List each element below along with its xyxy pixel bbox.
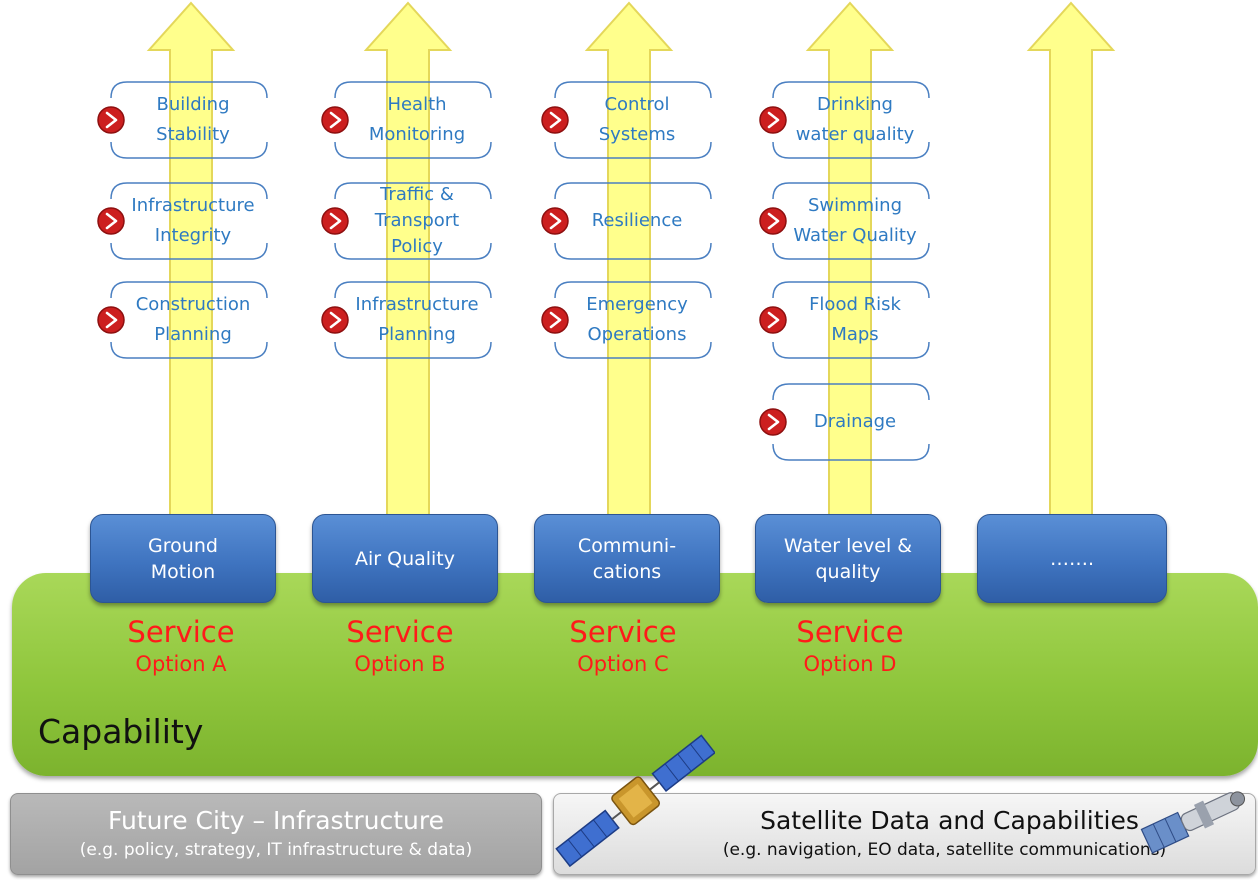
application-item: Resilience xyxy=(541,181,713,261)
future-city-title: Future City – Infrastructure xyxy=(107,806,445,835)
chevron-right-icon xyxy=(541,306,569,334)
item-bracket-frame xyxy=(334,182,492,260)
chevron-right-icon xyxy=(321,106,349,134)
arrow-column-a xyxy=(146,1,236,520)
application-item: Health Monitoring xyxy=(321,80,493,160)
application-item: Traffic & Transport Policy xyxy=(321,181,493,261)
future-city-box: Future City – Infrastructure (e.g. polic… xyxy=(10,793,542,875)
option-label: Option A xyxy=(135,652,227,676)
service-box-water: Water level & quality xyxy=(755,514,941,603)
arrow-column-d xyxy=(805,1,895,520)
capability-platform xyxy=(12,573,1258,776)
item-bracket-frame xyxy=(554,81,712,159)
item-label: Drainage xyxy=(813,411,897,432)
item-bracket-frame xyxy=(772,281,930,359)
satellite-title: Satellite Data and Capabilities xyxy=(760,806,1139,835)
item-label: Swimming Water Quality xyxy=(793,195,917,246)
item-label: Infrastructure Planning xyxy=(355,294,479,345)
item-label: Infrastructure Integrity xyxy=(131,195,255,246)
satellite-box: Satellite Data and Capabilities (e.g. na… xyxy=(553,793,1256,875)
application-item: Drinking water quality xyxy=(759,80,931,160)
item-bracket-frame xyxy=(554,182,712,260)
item-bracket-frame xyxy=(334,281,492,359)
service-option-d: Service Option D xyxy=(740,614,960,678)
service-option-c: Service Option C xyxy=(513,614,733,678)
item-label: Emergency Operations xyxy=(586,294,688,345)
item-label: Resilience xyxy=(591,210,683,231)
item-label: Building Stability xyxy=(156,94,230,145)
chevron-right-icon xyxy=(759,306,787,334)
item-label: Flood Risk Maps xyxy=(809,294,901,345)
application-item: Infrastructure Planning xyxy=(321,280,493,360)
application-item: Building Stability xyxy=(97,80,269,160)
item-bracket-frame xyxy=(554,281,712,359)
item-bracket-frame xyxy=(772,383,930,461)
item-label: Traffic & Transport Policy xyxy=(374,184,460,257)
chevron-right-icon xyxy=(759,207,787,235)
arrow-column-e xyxy=(1026,1,1116,520)
service-title: Service xyxy=(796,615,904,649)
service-title: Service xyxy=(127,615,235,649)
option-label: Option D xyxy=(803,652,897,676)
application-item: Drainage xyxy=(759,382,931,462)
future-city-subtitle: (e.g. policy, strategy, IT infrastructur… xyxy=(79,840,473,860)
space-station-icon xyxy=(1140,791,1246,854)
service-box-ground-motion: Ground Motion xyxy=(90,514,276,603)
chevron-right-icon xyxy=(321,306,349,334)
chevron-right-icon xyxy=(321,207,349,235)
chevron-right-icon xyxy=(541,207,569,235)
chevron-right-icon xyxy=(759,106,787,134)
application-item: Flood Risk Maps xyxy=(759,280,931,360)
satellite-icon xyxy=(555,734,715,868)
chevron-right-icon xyxy=(759,408,787,436)
item-label: Control Systems xyxy=(598,94,676,145)
service-box-air-quality: Air Quality xyxy=(312,514,498,603)
item-label: Construction Planning xyxy=(135,294,251,345)
service-title: Service xyxy=(346,615,454,649)
item-label: Health Monitoring xyxy=(368,94,466,145)
service-option-a: Service Option A xyxy=(71,614,291,678)
item-bracket-frame xyxy=(772,81,930,159)
application-item: Construction Planning xyxy=(97,280,269,360)
arrow-column-c xyxy=(584,1,674,520)
chevron-right-icon xyxy=(97,207,125,235)
item-bracket-frame xyxy=(110,182,268,260)
satellite-subtitle: (e.g. navigation, EO data, satellite com… xyxy=(722,840,1167,860)
application-item: Infrastructure Integrity xyxy=(97,181,269,261)
capability-label: Capability xyxy=(38,712,204,751)
application-item: Control Systems xyxy=(541,80,713,160)
chevron-right-icon xyxy=(97,306,125,334)
chevron-right-icon xyxy=(541,106,569,134)
option-label: Option C xyxy=(577,652,669,676)
service-box-more: ……. xyxy=(977,514,1167,603)
item-bracket-frame xyxy=(334,81,492,159)
item-bracket-frame xyxy=(110,81,268,159)
item-bracket-frame xyxy=(772,182,930,260)
service-title: Service xyxy=(569,615,677,649)
option-label: Option B xyxy=(354,652,446,676)
application-item: Emergency Operations xyxy=(541,280,713,360)
arrow-column-b xyxy=(363,1,453,520)
item-bracket-frame xyxy=(110,281,268,359)
chevron-right-icon xyxy=(97,106,125,134)
service-box-communications: Communi- cations xyxy=(534,514,720,603)
service-option-b: Service Option B xyxy=(290,614,510,678)
item-label: Drinking water quality xyxy=(795,94,915,145)
application-item: Swimming Water Quality xyxy=(759,181,931,261)
